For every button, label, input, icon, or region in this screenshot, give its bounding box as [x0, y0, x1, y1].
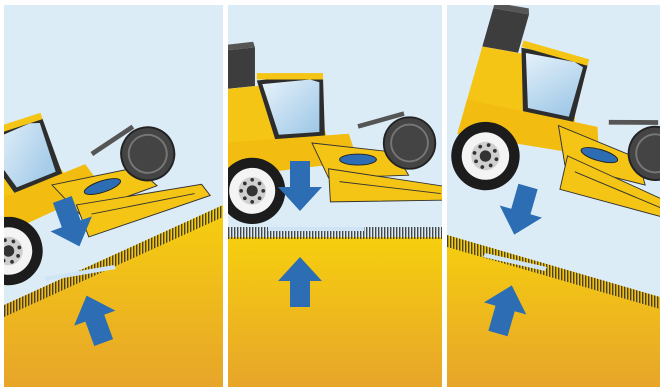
header-skid	[268, 227, 364, 231]
ground	[228, 237, 442, 387]
uphill-scene	[4, 5, 223, 387]
downhill-scene	[447, 5, 660, 387]
panel-uphill	[4, 5, 223, 387]
panel-downhill	[447, 5, 660, 387]
panel-flat	[228, 5, 442, 387]
flat-scene	[228, 5, 442, 387]
